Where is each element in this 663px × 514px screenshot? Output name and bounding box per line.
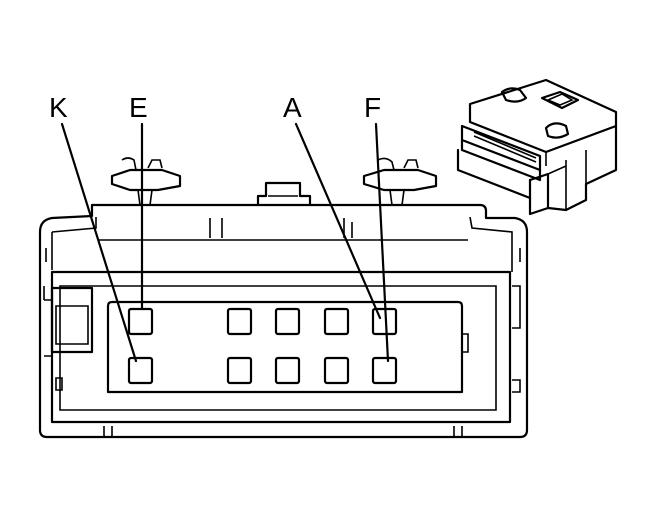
pin-cavity-top-1: [127, 307, 154, 336]
leader-line-f: [374, 122, 390, 363]
pin-cavity-bottom-2: [226, 356, 253, 385]
left-mounting-clip: [110, 157, 182, 206]
terminal-label-f: F: [364, 92, 381, 123]
pin-cavity-bottom-5: [371, 356, 398, 385]
pin-cavity-bottom-1: [127, 356, 154, 385]
connector-body: [38, 203, 529, 439]
leader-line-a: [294, 122, 382, 320]
pin-cavity-top-4: [323, 307, 350, 336]
terminal-label-a: A: [283, 92, 302, 123]
terminal-label-k: K: [49, 92, 68, 123]
pin-field: [106, 300, 469, 394]
pin-cavity-bottom-3: [274, 356, 301, 385]
terminal-label-e: E: [129, 92, 148, 123]
top-center-latch: [256, 181, 312, 207]
right-mounting-clip: [362, 157, 438, 206]
leader-lines: [60, 122, 390, 363]
pin-cavity-top-2: [226, 307, 253, 336]
leader-line-k: [60, 122, 138, 363]
pin-cavity-bottom-4: [323, 356, 350, 385]
connector-isometric-view: [456, 78, 618, 216]
pin-cavity-top-3: [274, 307, 301, 336]
